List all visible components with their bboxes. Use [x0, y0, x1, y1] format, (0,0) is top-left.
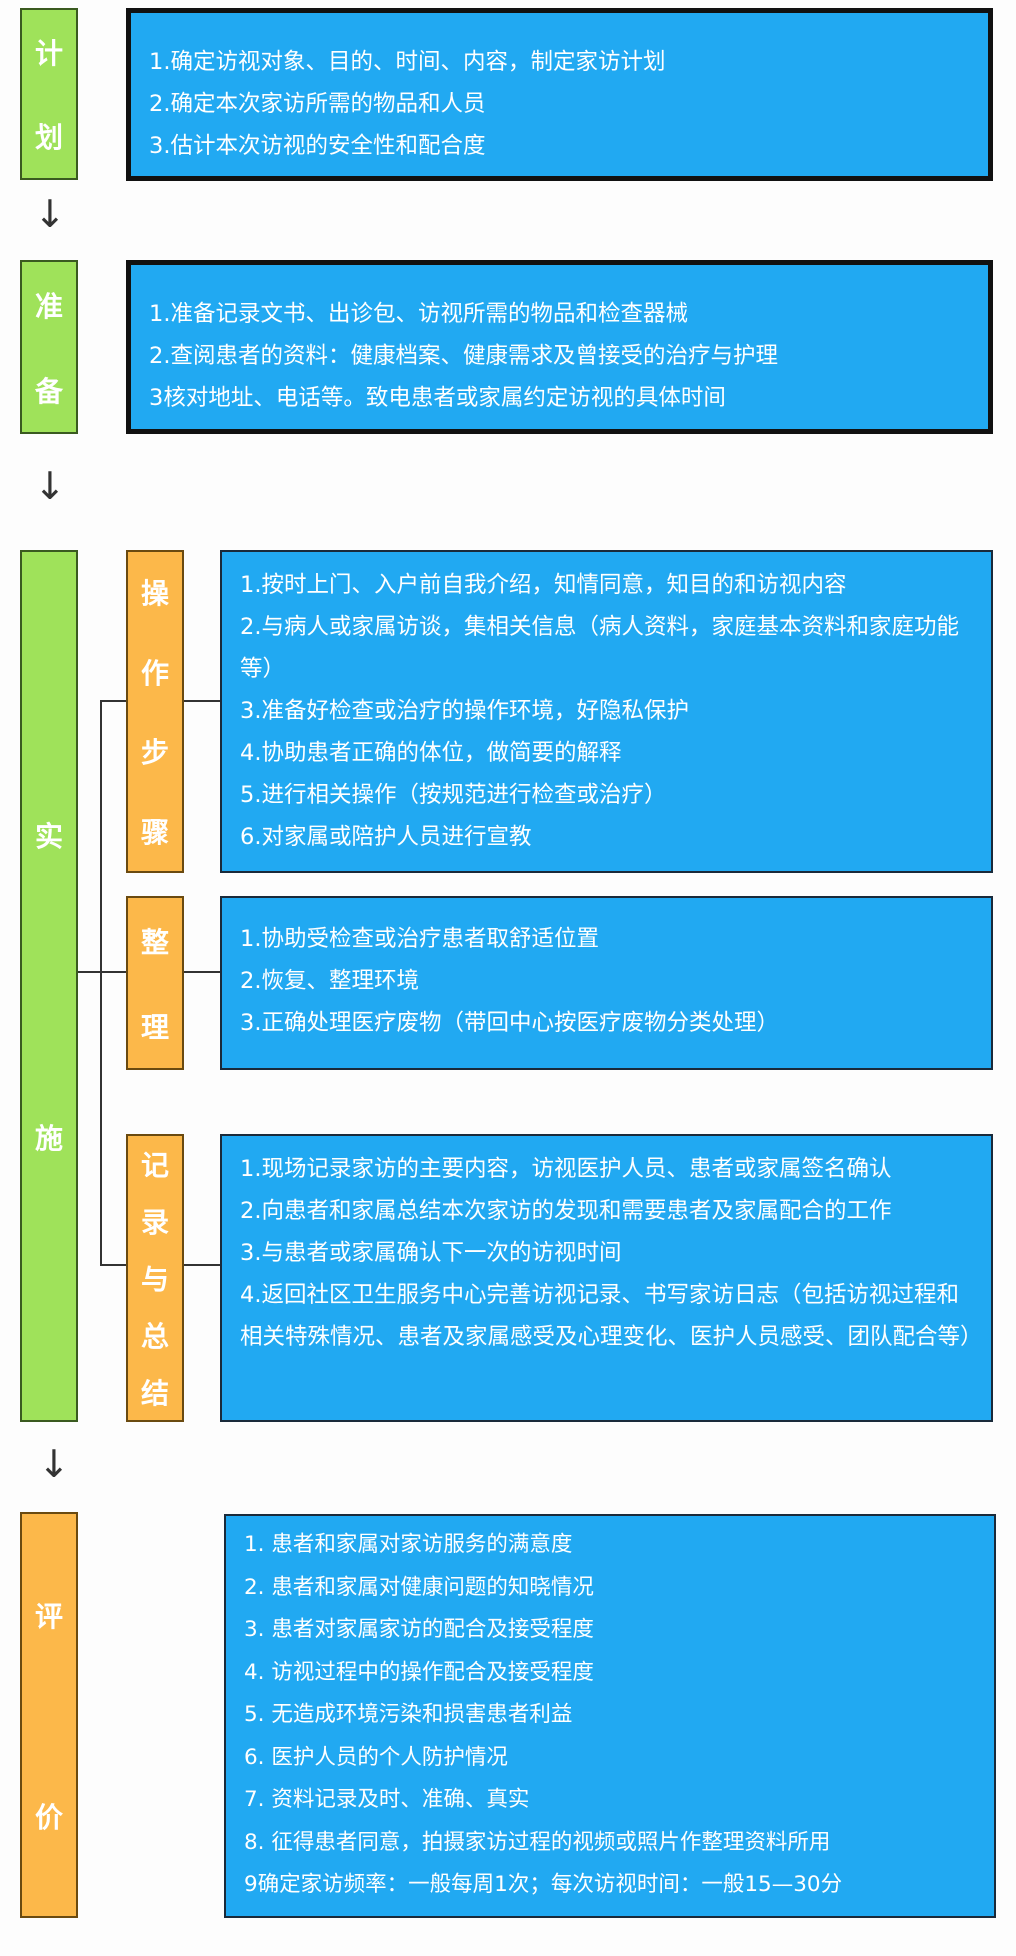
evaluate-item: 6. 医护人员的个人防护情况 — [244, 1744, 508, 1770]
connector-line — [100, 1264, 128, 1266]
substage-organize: 整 理 — [126, 896, 184, 1070]
stage-plan-char: 划 — [34, 121, 63, 154]
substage-record-char: 录 — [140, 1206, 169, 1240]
organize-item: 2.恢复、整理环境 — [240, 968, 419, 994]
evaluate-item: 4. 访视过程中的操作配合及接受程度 — [244, 1659, 594, 1685]
substage-record-char: 结 — [140, 1376, 169, 1410]
prepare-panel: 1.准备记录文书、出诊包、访视所需的物品和检查器械 2.查阅患者的资料：健康档案… — [126, 260, 993, 434]
stage-plan-char: 计 — [34, 37, 63, 70]
arrow-down-icon: ↓ — [34, 192, 66, 236]
stage-prepare-char: 准 — [34, 289, 63, 323]
plan-item: 3.估计本次访视的安全性和配合度 — [149, 133, 486, 159]
record-item: 3.与患者或家属确认下一次的访视时间 — [240, 1240, 622, 1266]
stage-implement: 实 施 — [20, 550, 78, 1422]
substage-record-char: 总 — [140, 1319, 169, 1353]
operation-item: 1.按时上门、入户前自我介绍，知情同意，知目的和访视内容 — [240, 572, 847, 598]
record-panel: 1.现场记录家访的主要内容，访视医护人员、患者或家属签名确认 2.向患者和家属总… — [220, 1134, 993, 1422]
stage-plan: 计 划 — [20, 8, 78, 180]
substage-operation-char: 操 — [140, 576, 169, 610]
substage-operation-char: 步 — [140, 736, 169, 770]
plan-item: 2.确定本次家访所需的物品和人员 — [149, 91, 486, 117]
substage-record-char: 记 — [140, 1149, 169, 1183]
evaluate-item: 1. 患者和家属对家访服务的满意度 — [244, 1532, 573, 1557]
substage-organize-char: 整 — [140, 925, 169, 959]
organize-panel: 1.协助受检查或治疗患者取舒适位置 2.恢复、整理环境 3.正确处理医疗废物（带… — [220, 896, 993, 1070]
prepare-item: 3核对地址、电话等。致电患者或家属约定访视的具体时间 — [149, 385, 726, 411]
substage-operation-char: 骤 — [140, 816, 169, 850]
arrow-down-icon: ↓ — [38, 1442, 70, 1486]
evaluate-item: 5. 无造成环境污染和损害患者利益 — [244, 1702, 573, 1727]
record-item: 2.向患者和家属总结本次家访的发现和需要患者及家属配合的工作 — [240, 1198, 892, 1224]
stage-prepare: 准 备 — [20, 260, 78, 434]
connector-line — [78, 971, 100, 973]
connector-line — [184, 971, 220, 973]
connector-line — [184, 700, 220, 702]
connector-line — [184, 1264, 220, 1266]
evaluate-item: 7. 资料记录及时、准确、真实 — [244, 1787, 530, 1812]
prepare-item: 1.准备记录文书、出诊包、访视所需的物品和检查器械 — [149, 301, 688, 327]
arrow-down-icon: ↓ — [34, 464, 66, 508]
operation-item: 5.进行相关操作（按规范进行检查或治疗） — [240, 782, 667, 808]
stage-implement-char: 实 — [34, 819, 63, 853]
evaluate-item: 2. 患者和家属对健康问题的知晓情况 — [244, 1574, 594, 1600]
operation-panel: 1.按时上门、入户前自我介绍，知情同意，知目的和访视内容 2.与病人或家属访谈，… — [220, 550, 993, 873]
record-item: 4.返回社区卫生服务中心完善访视记录、书写家访日志（包括访视过程和相关特殊情况、… — [240, 1282, 983, 1350]
stage-prepare-char: 备 — [34, 374, 63, 408]
record-item: 1.现场记录家访的主要内容，访视医护人员、患者或家属签名确认 — [240, 1156, 892, 1182]
substage-operation: 操 作 步 骤 — [126, 550, 184, 873]
substage-record: 记 录 与 总 结 — [126, 1134, 184, 1422]
substage-operation-char: 作 — [140, 656, 169, 690]
substage-record-char: 与 — [140, 1262, 169, 1296]
stage-evaluate-char: 评 — [34, 1599, 63, 1633]
evaluate-item: 3. 患者对家属家访的配合及接受程度 — [244, 1617, 594, 1642]
substage-organize-char: 理 — [140, 1010, 169, 1044]
prepare-item: 2.查阅患者的资料：健康档案、健康需求及曾接受的治疗与护理 — [149, 343, 778, 369]
evaluate-item: 8. 征得患者同意，拍摄家访过程的视频或照片作整理资料所用 — [244, 1829, 831, 1855]
stage-implement-char: 施 — [34, 1122, 63, 1156]
evaluate-item: 9确定家访频率：一般每周1次；每次访视时间：一般15—30分 — [244, 1872, 843, 1897]
operation-item: 2.与病人或家属访谈，集相关信息（病人资料，家庭基本资料和家庭功能等） — [240, 614, 959, 682]
stage-evaluate-char: 价 — [34, 1800, 63, 1834]
operation-item: 3.准备好检查或治疗的操作环境，好隐私保护 — [240, 698, 689, 724]
connector-line — [100, 971, 128, 973]
organize-item: 1.协助受检查或治疗患者取舒适位置 — [240, 926, 599, 952]
plan-item: 1.确定访视对象、目的、时间、内容，制定家访计划 — [149, 49, 666, 75]
operation-item: 4.协助患者正确的体位，做简要的解释 — [240, 740, 622, 766]
connector-line — [100, 700, 128, 702]
connector-line — [100, 700, 102, 1265]
plan-panel: 1.确定访视对象、目的、时间、内容，制定家访计划 2.确定本次家访所需的物品和人… — [126, 8, 993, 181]
stage-evaluate: 评 价 — [20, 1512, 78, 1918]
evaluate-panel: 1. 患者和家属对家访服务的满意度 2. 患者和家属对健康问题的知晓情况 3. … — [224, 1514, 996, 1918]
operation-item: 6.对家属或陪护人员进行宣教 — [240, 824, 532, 850]
organize-item: 3.正确处理医疗废物（带回中心按医疗废物分类处理） — [240, 1010, 779, 1036]
